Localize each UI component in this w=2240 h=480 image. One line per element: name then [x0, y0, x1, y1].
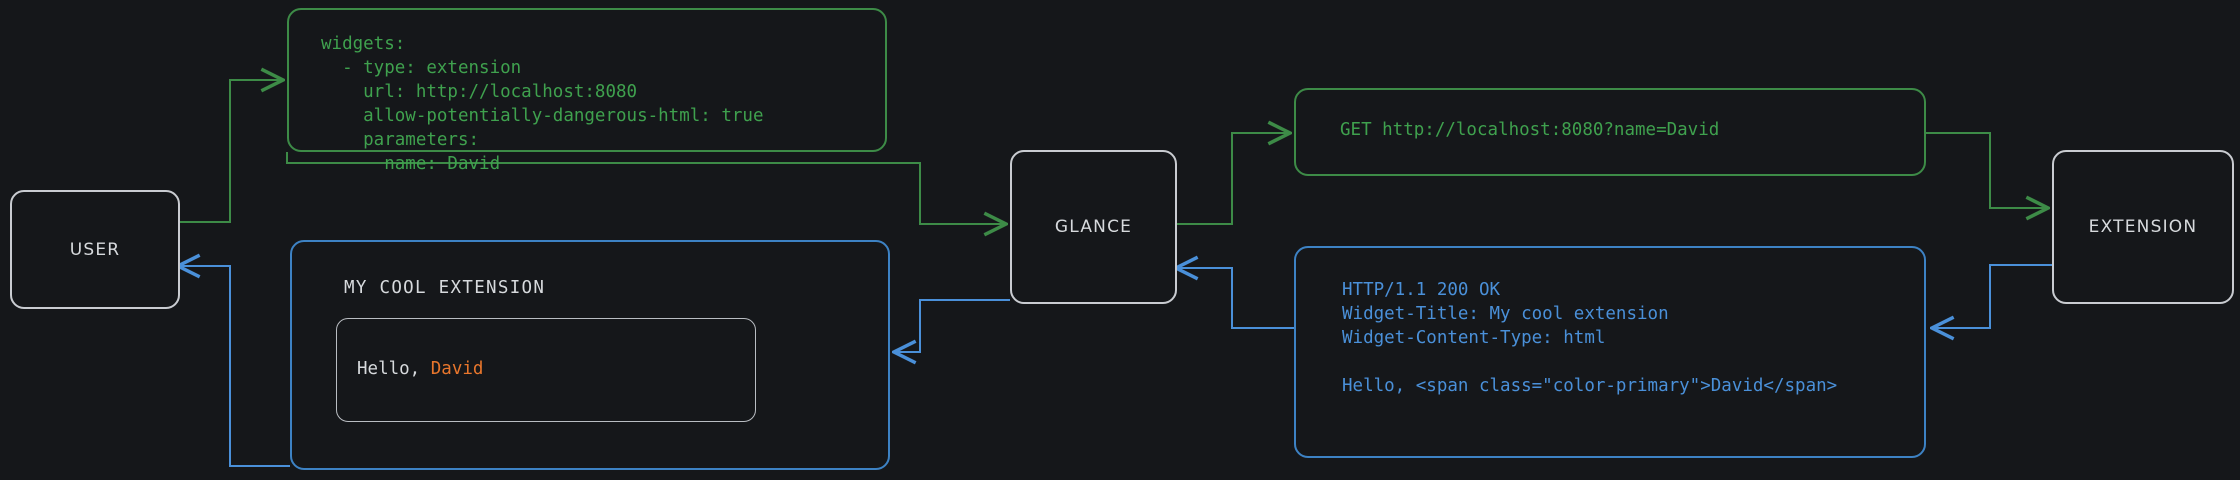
node-extension[interactable]: EXTENSION: [2052, 150, 2234, 304]
http-request-text: GET http://localhost:8080?name=David: [1340, 120, 1720, 140]
widget-greeting-accent: David: [430, 359, 484, 379]
yaml-config-text: widgets: - type: extension url: http://l…: [321, 34, 764, 174]
message-http-request: GET http://localhost:8080?name=David: [1294, 88, 1926, 176]
node-glance[interactable]: GLANCE: [1010, 150, 1177, 304]
node-user[interactable]: USER: [10, 190, 180, 309]
connector-request-to-extension: [1926, 132, 2048, 208]
http-response-text: HTTP/1.1 200 OK Widget-Title: My cool ex…: [1342, 280, 1838, 396]
connector-response-to-glance: [1176, 268, 1294, 329]
node-glance-label: GLANCE: [1054, 217, 1133, 237]
connector-glance-to-request: [1173, 133, 1290, 225]
widget-content-frame: Hello, David: [336, 318, 756, 422]
connector-extension-to-response: [1932, 264, 2052, 328]
message-http-response: HTTP/1.1 200 OK Widget-Title: My cool ex…: [1294, 246, 1926, 458]
widget-title: MY COOL EXTENSION: [344, 278, 546, 298]
node-user-label: USER: [69, 239, 121, 260]
message-yaml-config: widgets: - type: extension url: http://l…: [287, 8, 887, 174]
widget-greeting: Hello, David: [357, 359, 483, 379]
connector-glance-to-widget: [894, 299, 1010, 352]
node-extension-label: EXTENSION: [2088, 217, 2198, 237]
widget-greeting-prefix: Hello,: [357, 359, 431, 379]
connector-user-to-config: [176, 80, 283, 223]
message-rendered-widget: MY COOL EXTENSION Hello, David: [290, 240, 890, 470]
connector-widget-to-user: [178, 266, 290, 467]
